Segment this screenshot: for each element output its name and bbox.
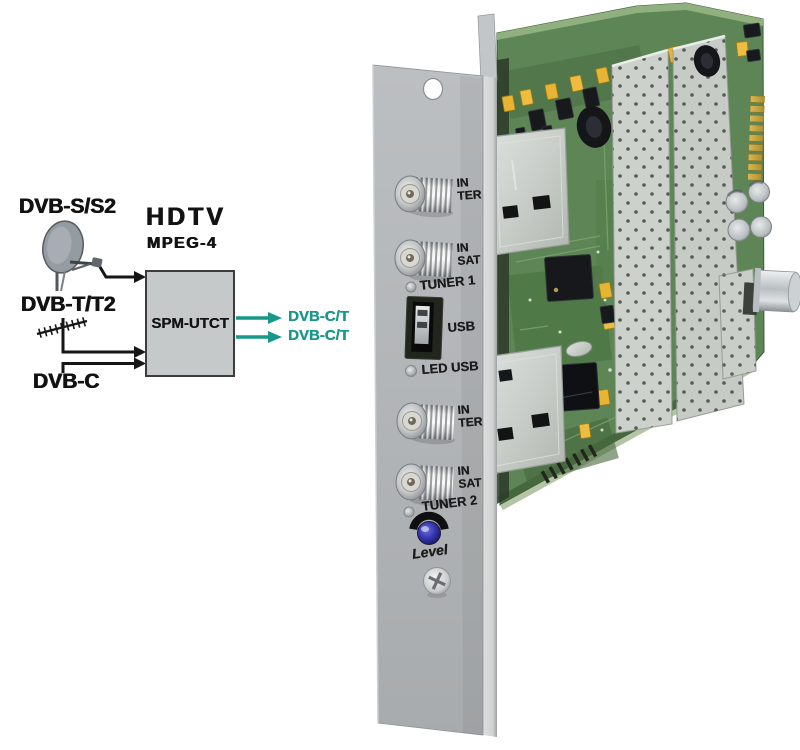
led-usb-label: LED USB (420, 358, 479, 377)
edge-connector-fingers (747, 95, 765, 181)
pcb-board (496, 2, 765, 510)
tuner1-led (405, 281, 417, 293)
output-label-1: DVB-C/T (288, 308, 349, 325)
tuner-can-lower (485, 345, 566, 475)
panel-mounting-hole (422, 77, 444, 101)
tuner2-label: TUNER 2 (420, 492, 478, 514)
level-potentiometer (409, 511, 449, 545)
satellite-dish-icon (42, 220, 103, 292)
spm-utct-box-label: SPM-UTCT (151, 315, 229, 332)
output-arrow-icons (236, 312, 282, 343)
pcb-components (485, 22, 762, 484)
input-signal-lines (61, 266, 136, 373)
electrolytic-capacitors (725, 180, 772, 242)
f-connector-ter-1 (394, 175, 454, 218)
tuner-can-upper (489, 127, 570, 256)
usb-port (404, 295, 444, 361)
spm-utct-box: SPM-UTCT (145, 270, 235, 377)
toroid-inductors (576, 88, 647, 148)
rf-shield-plates (611, 34, 745, 434)
usb-led (405, 365, 417, 377)
diagram-title: HDTV (146, 203, 227, 231)
toroid-inductor-top (693, 45, 721, 77)
f-connector-ter-2 (396, 402, 456, 445)
terrestrial-antenna-icon (36, 317, 88, 338)
usb-label: USB (446, 318, 476, 335)
tuner1-label: TUNER 1 (418, 272, 476, 293)
input-label-dvb-s: DVB-S/S2 (19, 195, 116, 218)
rear-connector (718, 267, 800, 380)
output-label-2: DVB-C/T (288, 327, 349, 344)
input-label-dvb-t: DVB-T/T2 (21, 293, 116, 316)
panel-screw (423, 567, 451, 598)
input-label-dvb-c: DVB-C (33, 370, 100, 393)
diagram-subtitle: MPEG-4 (147, 235, 218, 252)
tuner2-led (403, 506, 415, 518)
level-label: Level (410, 541, 449, 562)
